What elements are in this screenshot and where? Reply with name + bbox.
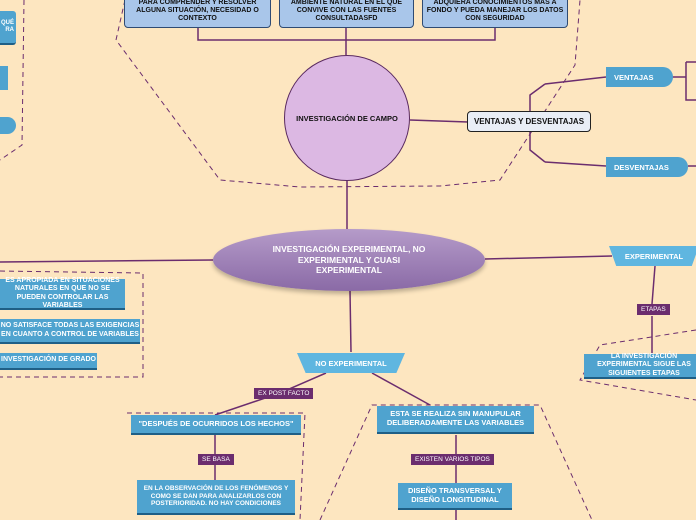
campo-environment-box[interactable]: AMBIENTE NATURAL EN EL QUE CONVIVE CON L… [279, 0, 414, 28]
experimental-label: EXPERIMENTAL [624, 251, 684, 261]
despues-hechos-box[interactable]: "DESPUÉS DE OCURRIDOS LOS HECHOS" [131, 415, 301, 435]
observacion-box[interactable]: EN LA OBSERVACIÓN DE LOS FENÓMENOS Y COM… [137, 480, 295, 515]
left-partial-pill-1[interactable] [0, 66, 8, 90]
cuasi-item-natural-situations-text: ES APROPIADA EN SITUACIONES NATURALES EN… [5, 277, 120, 309]
desventajas-label: DESVENTAJAS [614, 162, 669, 172]
ex-post-facto-text: EX POST FACTO [258, 390, 310, 397]
varios-tipos-text: EXISTEN VARIOS TIPOS [415, 456, 490, 463]
campo-purpose-box[interactable]: PARA COMPRENDER Y RESOLVER ALGUNA SITUAC… [124, 0, 271, 28]
cuasi-item-grado[interactable]: INVESTIGACIÓN DE GRADO [0, 353, 97, 370]
observacion-text: EN LA OBSERVACIÓN DE LOS FENÓMENOS Y COM… [143, 485, 289, 508]
disenos-text: DISEÑO TRANSVERSAL Y DISEÑO LONGITUDINAL [408, 485, 502, 504]
left-partial-box-top[interactable]: QUÉ RA [0, 11, 16, 45]
ventajas-node[interactable]: VENTAJAS [606, 67, 673, 87]
cuasi-item-variable-control-text: NO SATISFACE TODAS LAS EXIGENCIAS EN CUA… [0, 322, 140, 338]
campo-knowledge-text: ADQUIERA CONOCIMIENTOS MÁS A FONDO Y PUE… [426, 0, 564, 23]
cuasi-item-grado-text: INVESTIGACIÓN DE GRADO [1, 356, 96, 364]
campo-knowledge-box[interactable]: ADQUIERA CONOCIMIENTOS MÁS A FONDO Y PUE… [422, 0, 568, 28]
etapas-tag: ETAPAS [637, 304, 670, 315]
se-basa-tag: SE BASA [198, 454, 234, 465]
campo-environment-text: AMBIENTE NATURAL EN EL QUE CONVIVE CON L… [290, 0, 403, 23]
cuasi-item-variable-control[interactable]: NO SATISFACE TODAS LAS EXIGENCIAS EN CUA… [0, 319, 140, 344]
ventajas-label: VENTAJAS [614, 72, 654, 82]
experimental-stages-box[interactable]: LA INVESTIGACIÓN EXPERIMENTAL SIGUE LAS … [584, 353, 696, 379]
no-experimental-node[interactable]: NO EXPERIMENTAL [297, 353, 405, 373]
investigacion-de-campo-label: INVESTIGACIÓN DE CAMPO [296, 113, 398, 123]
sin-manipular-box[interactable]: ESTA SE REALIZA SIN MANUPULAR DELIBERADA… [377, 406, 534, 434]
ventajas-desventajas-label: VENTAJAS Y DESVENTAJAS [473, 116, 585, 126]
varios-tipos-tag: EXISTEN VARIOS TIPOS [411, 454, 494, 465]
left-partial-text-1: QUÉ [0, 20, 14, 27]
investigacion-de-campo-node[interactable]: INVESTIGACIÓN DE CAMPO [284, 55, 410, 181]
left-partial-pill-2[interactable] [0, 117, 16, 134]
central-topic-label: INVESTIGACIÓN EXPERIMENTAL, NO EXPERIMEN… [272, 244, 426, 276]
left-partial-text-2: RA [5, 27, 14, 33]
ventajas-desventajas-node[interactable]: VENTAJAS Y DESVENTAJAS [467, 111, 591, 132]
desventajas-node[interactable]: DESVENTAJAS [606, 157, 688, 177]
etapas-tag-text: ETAPAS [641, 306, 666, 313]
cuasi-item-natural-situations[interactable]: ES APROPIADA EN SITUACIONES NATURALES EN… [0, 277, 125, 310]
experimental-node[interactable]: EXPERIMENTAL [609, 246, 696, 266]
ex-post-facto-tag: EX POST FACTO [254, 388, 314, 399]
despues-hechos-text: "DESPUÉS DE OCURRIDOS LOS HECHOS" [138, 418, 294, 428]
experimental-stages-text: LA INVESTIGACIÓN EXPERIMENTAL SIGUE LAS … [597, 353, 691, 377]
central-topic-node[interactable]: INVESTIGACIÓN EXPERIMENTAL, NO EXPERIMEN… [213, 229, 485, 291]
campo-purpose-text: PARA COMPRENDER Y RESOLVER ALGUNA SITUAC… [136, 0, 259, 23]
sin-manipular-text: ESTA SE REALIZA SIN MANUPULAR DELIBERADA… [386, 409, 525, 427]
no-experimental-label: NO EXPERIMENTAL [315, 358, 387, 368]
se-basa-text: SE BASA [202, 456, 230, 463]
disenos-box[interactable]: DISEÑO TRANSVERSAL Y DISEÑO LONGITUDINAL [398, 483, 512, 510]
